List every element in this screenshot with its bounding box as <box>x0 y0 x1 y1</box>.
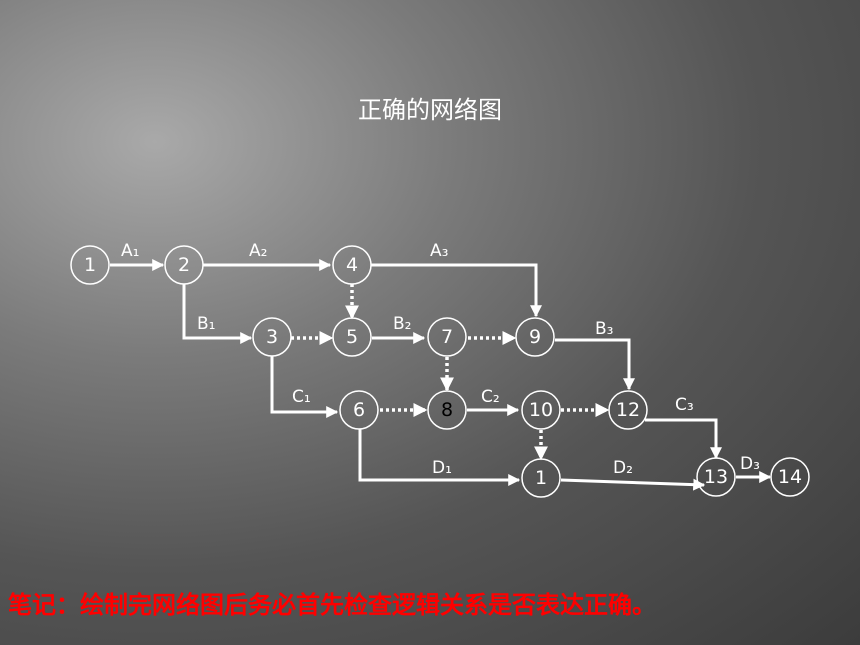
edge-c3 <box>645 418 722 460</box>
label-a2: A₂ <box>249 241 267 261</box>
node-14: 14 <box>770 457 810 497</box>
node-3: 3 <box>252 317 292 357</box>
node-4: 4 <box>332 245 372 285</box>
node-5: 5 <box>332 317 372 357</box>
label-a1: A₁ <box>121 241 139 261</box>
node-9-label: 9 <box>529 326 541 348</box>
node-5-label: 5 <box>346 326 358 348</box>
node-8-label: 8 <box>441 399 453 421</box>
label-b2: B₂ <box>393 314 411 334</box>
edge-b1 <box>182 284 253 344</box>
label-b1: B₁ <box>197 314 215 334</box>
node-10: 10 <box>521 390 561 430</box>
node-12: 12 <box>608 390 648 430</box>
label-a3: A₃ <box>430 241 448 261</box>
node-14-label: 14 <box>778 466 802 488</box>
node-2-label: 2 <box>178 254 190 276</box>
label-c3: C₃ <box>675 395 694 415</box>
label-d1: D₁ <box>432 458 452 478</box>
node-6-label: 6 <box>353 399 365 421</box>
label-d2: D₂ <box>613 458 633 478</box>
node-10-label: 10 <box>529 399 553 421</box>
note-text: 笔记：绘制完网络图后务必首先检查逻辑关系是否表达正确。 <box>8 591 656 619</box>
node-7: 7 <box>427 317 467 357</box>
node-6: 6 <box>339 390 379 430</box>
label-c1: C₁ <box>292 387 311 407</box>
edge-a3 <box>371 263 542 318</box>
node-3-label: 3 <box>266 326 278 348</box>
edge-d1 <box>358 429 521 486</box>
node-1-label: 1 <box>84 254 96 276</box>
node-9: 9 <box>515 317 555 357</box>
label-c2: C₂ <box>481 387 500 407</box>
label-d3: D₃ <box>740 454 760 474</box>
node-1: 1 <box>70 245 110 285</box>
node-13-label: 13 <box>704 466 728 488</box>
label-b3: B₃ <box>595 319 613 339</box>
node-13: 13 <box>696 457 736 497</box>
node-12-label: 12 <box>616 399 640 421</box>
node-2: 2 <box>164 245 204 285</box>
edge-d2 <box>560 478 706 491</box>
node-4-label: 4 <box>346 254 358 276</box>
node-8: 8 <box>427 390 467 430</box>
edge-b3 <box>555 338 635 391</box>
edge-c1 <box>270 356 339 418</box>
diagram-title: 正确的网络图 <box>358 96 502 124</box>
node-11: 1 <box>521 458 561 498</box>
node-7-label: 7 <box>441 326 453 348</box>
node-11-label: 1 <box>535 467 547 489</box>
